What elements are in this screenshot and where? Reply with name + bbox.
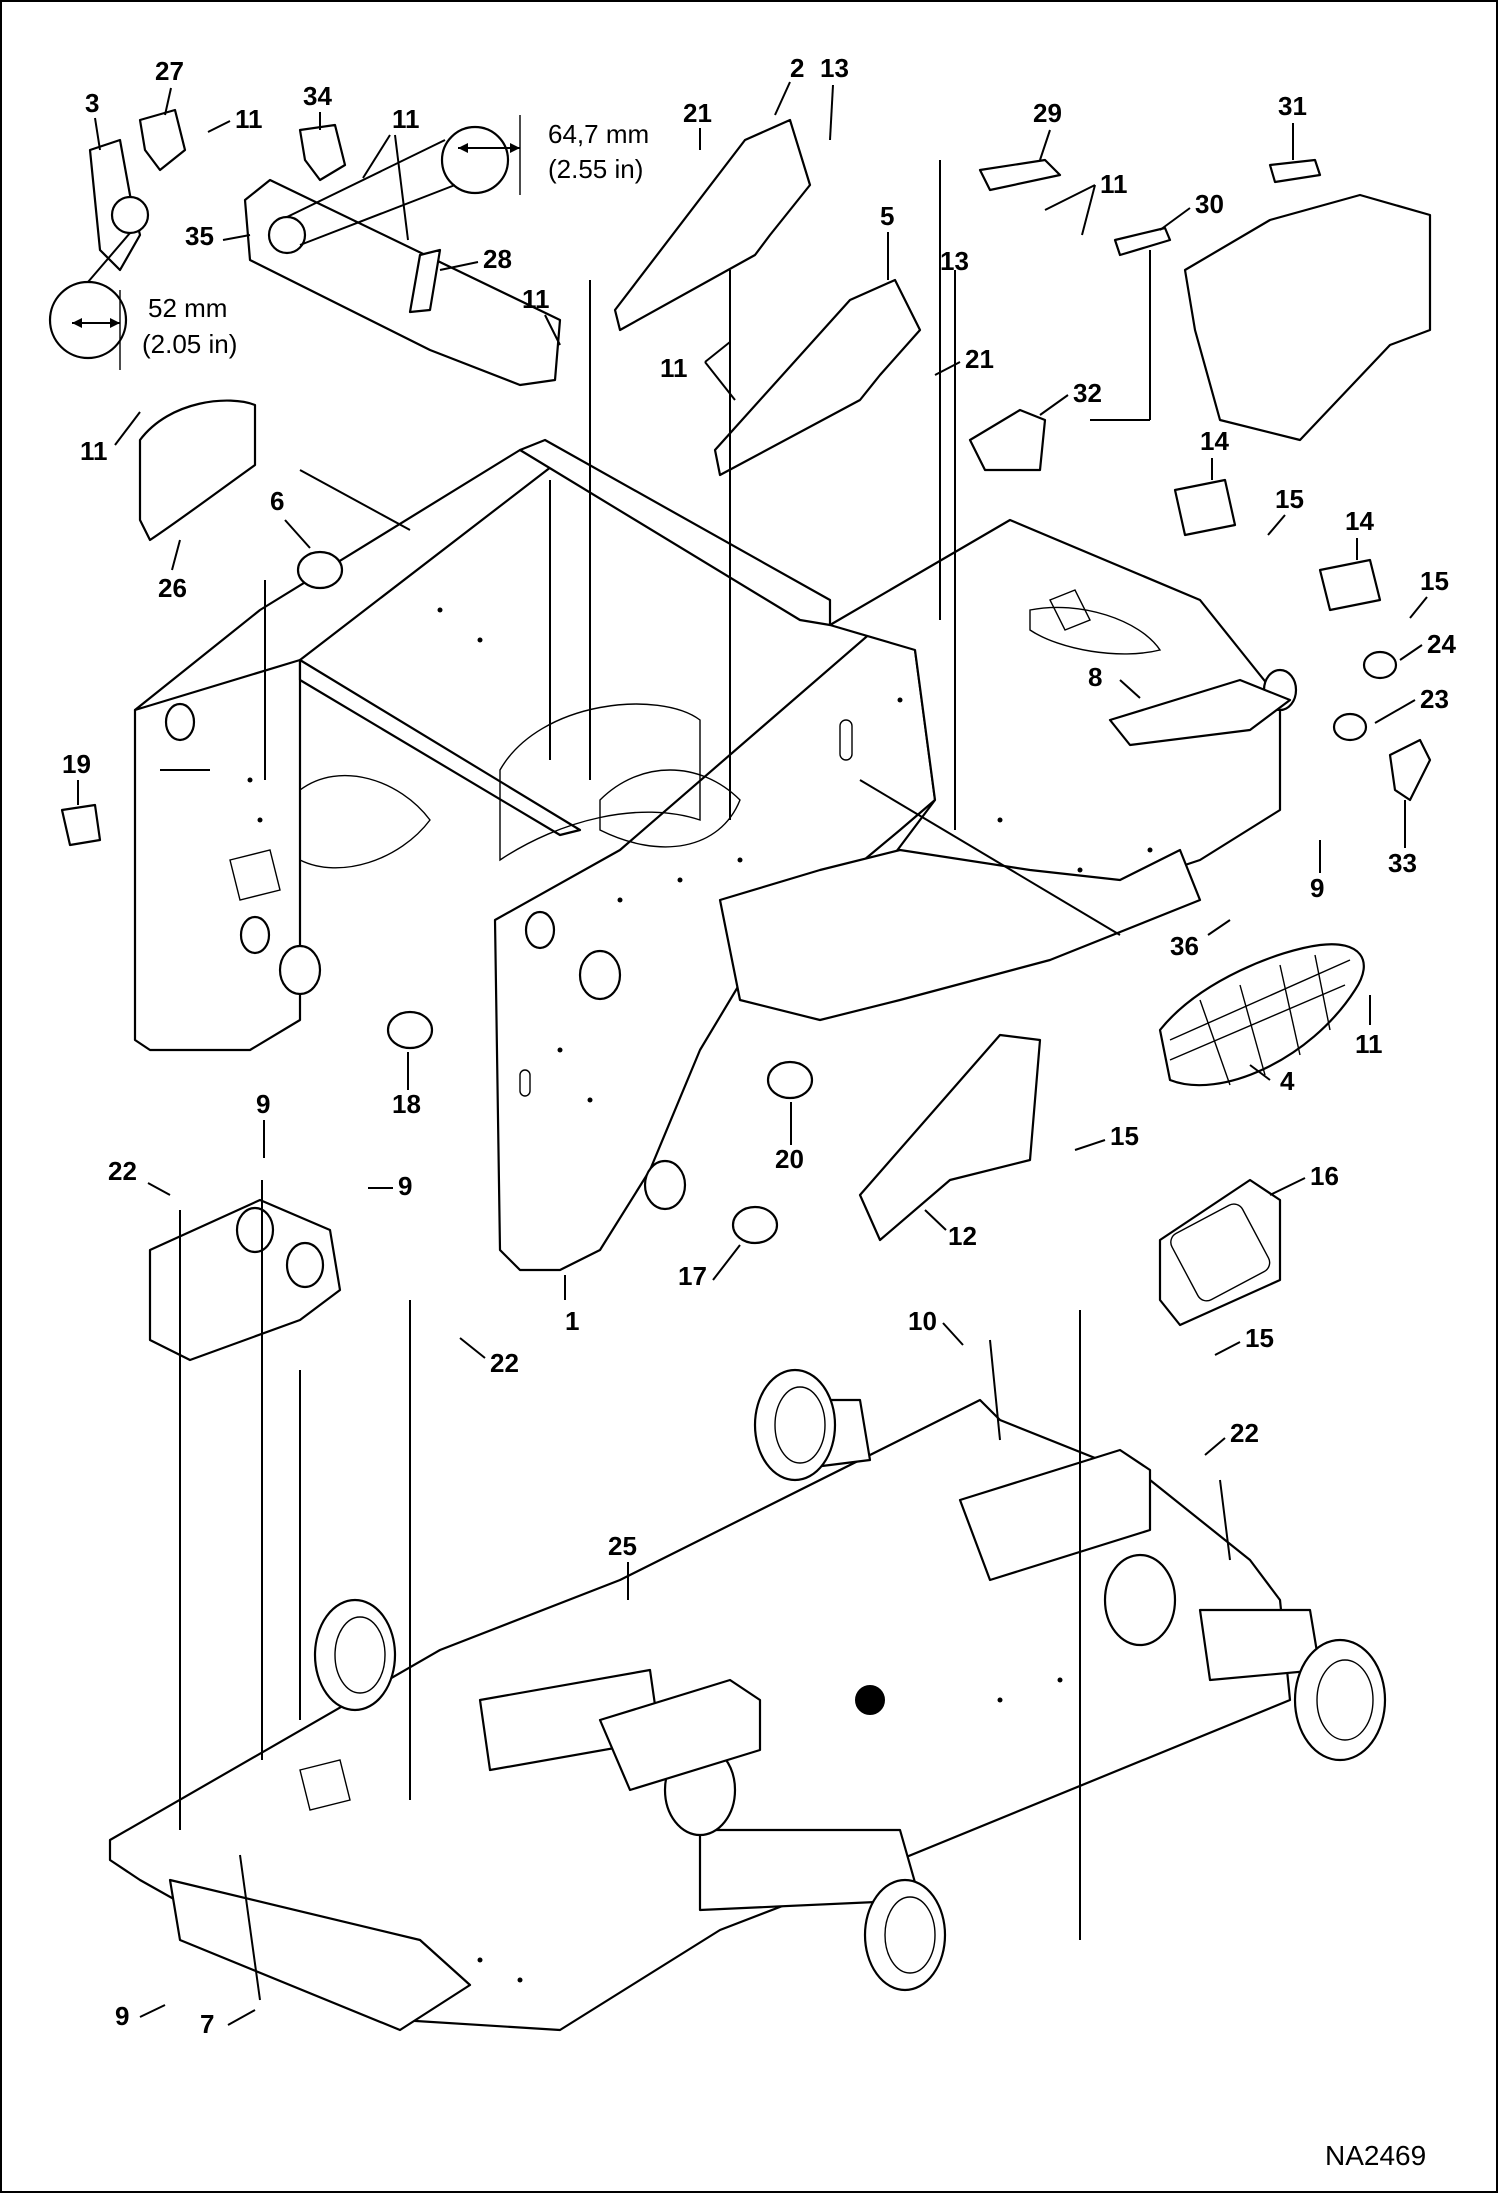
top-brackets (48, 108, 1432, 1327)
callout-10: 10 (908, 1306, 937, 1336)
callout-1: 1 (565, 1306, 579, 1336)
callout-4: 4 (1280, 1066, 1295, 1096)
dimension-large-hole: 64,7 mm (2.55 in) (458, 115, 649, 195)
dim-small-imperial: (2.05 in) (142, 329, 237, 359)
callout-30: 30 (1195, 189, 1224, 219)
callout-11f: 11 (1100, 169, 1128, 199)
callout-31: 31 (1278, 91, 1307, 121)
callout-36: 36 (1170, 931, 1199, 961)
callout-21a: 21 (683, 98, 712, 128)
callout-16: 16 (1310, 1161, 1339, 1191)
callout-15b: 15 (1420, 566, 1449, 596)
callout-29: 29 (1033, 98, 1062, 128)
callout-9d: 9 (115, 2001, 129, 2031)
callout-14b: 14 (1345, 506, 1374, 536)
callout-14a: 14 (1200, 426, 1229, 456)
callout-7: 7 (200, 2009, 214, 2039)
callout-15a: 15 (1275, 484, 1304, 514)
callout-24: 24 (1427, 629, 1456, 659)
callout-21b: 21 (965, 344, 994, 374)
callout-34: 34 (303, 81, 332, 111)
mounting-bracket (148, 1180, 342, 1830)
callout-11d: 11 (80, 436, 108, 466)
callout-26: 26 (158, 573, 187, 603)
callout-6: 6 (270, 486, 284, 516)
main-frame (133, 438, 1298, 1272)
callout-15d: 15 (1245, 1323, 1274, 1353)
callout-22a: 22 (108, 1156, 137, 1186)
callout-9b: 9 (398, 1171, 412, 1201)
callout-20: 20 (775, 1144, 804, 1174)
callout-22b: 22 (490, 1348, 519, 1378)
callout-13b: 13 (940, 246, 969, 276)
callout-22c: 22 (1230, 1418, 1259, 1448)
callout-9a: 9 (256, 1089, 270, 1119)
callout-8: 8 (1088, 662, 1102, 692)
callout-27: 27 (155, 56, 184, 86)
callouts: 1 2 3 4 5 6 7 8 9 9 9 9 10 11 11 11 (62, 53, 1456, 2039)
dim-large-imperial: (2.55 in) (548, 154, 643, 184)
callout-5: 5 (880, 201, 894, 231)
callout-12: 12 (948, 1221, 977, 1251)
chassis (108, 1368, 1387, 2032)
callout-3: 3 (85, 88, 99, 118)
callout-23: 23 (1420, 684, 1449, 714)
callout-19: 19 (62, 749, 91, 779)
dim-small-metric: 52 mm (148, 293, 227, 323)
callout-17: 17 (678, 1261, 707, 1291)
callout-11a: 11 (235, 104, 263, 134)
callout-25: 25 (608, 1531, 637, 1561)
callout-18: 18 (392, 1089, 421, 1119)
drawing-code: NA2469 (1325, 2140, 1426, 2171)
callout-11c: 11 (522, 284, 550, 314)
callout-2: 2 (790, 53, 804, 83)
callout-32: 32 (1073, 378, 1102, 408)
callout-11e: 11 (660, 353, 688, 383)
callout-35: 35 (185, 221, 214, 251)
callout-13a: 13 (820, 53, 849, 83)
explode-lines (160, 160, 1231, 2001)
callout-28: 28 (483, 244, 512, 274)
dimension-small-hole: 52 mm (2.05 in) (72, 290, 237, 370)
callout-11g: 11 (1355, 1029, 1383, 1059)
callout-9c: 9 (1310, 873, 1324, 903)
callout-33: 33 (1388, 848, 1417, 878)
callout-11b: 11 (392, 104, 420, 134)
dim-large-metric: 64,7 mm (548, 119, 649, 149)
callout-15c: 15 (1110, 1121, 1139, 1151)
